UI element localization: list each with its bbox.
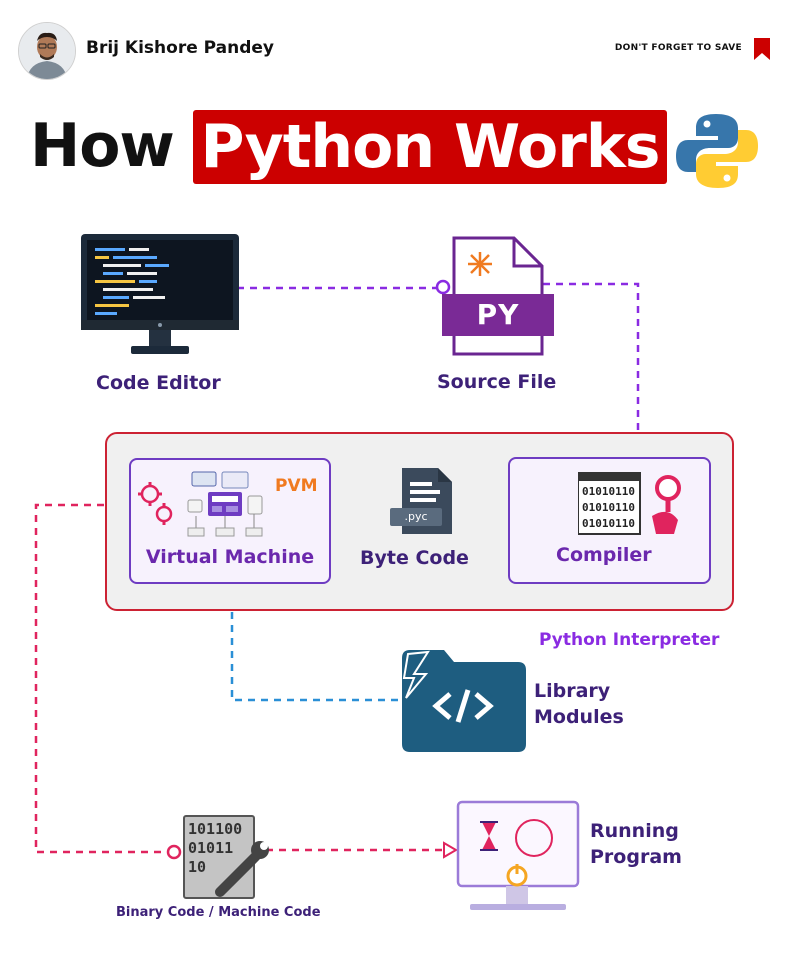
python-interpreter-label: Python Interpreter xyxy=(539,630,720,650)
library-modules-label: Library Modules xyxy=(534,678,624,730)
byte-code-file-icon xyxy=(390,468,452,534)
title-python-works: Python Works xyxy=(200,112,661,182)
binary-digit-line: 10 xyxy=(188,858,207,876)
code-editor-monitor-icon xyxy=(81,234,239,354)
library-folder-icon xyxy=(402,650,526,752)
compiler-icon xyxy=(578,472,681,535)
title-how: How xyxy=(30,111,175,181)
pvm-illustration-icon xyxy=(138,471,263,537)
source-file-label: Source File xyxy=(437,371,557,393)
running-line: Running xyxy=(590,820,679,842)
running-program-monitor-icon xyxy=(456,800,580,910)
binary-code-wrench-icon xyxy=(183,815,269,899)
library-line: Library xyxy=(534,680,611,702)
pyc-badge: .pyc xyxy=(404,510,428,523)
binary-line: 01010110 xyxy=(582,485,635,498)
modules-line: Modules xyxy=(534,706,624,728)
code-editor-label: Code Editor xyxy=(96,372,221,394)
running-program-label: Running Program xyxy=(590,818,682,870)
title-highlight xyxy=(193,110,667,184)
binary-digits: 101100 01011 10 xyxy=(188,820,242,877)
binary-digit-line: 01011 xyxy=(188,839,234,857)
binary-line: 01010110 xyxy=(582,517,635,530)
binary-line: 01010110 xyxy=(582,501,635,514)
bookmark-icon xyxy=(754,38,770,60)
binary-code-label: Binary Code / Machine Code xyxy=(116,905,321,920)
pvm-tag: PVM xyxy=(275,476,318,496)
author-name: Brij Kishore Pandey xyxy=(86,38,275,58)
program-line: Program xyxy=(590,846,682,868)
python-file-icon xyxy=(442,236,554,356)
py-badge: PY xyxy=(476,298,520,331)
byte-code-label: Byte Code xyxy=(360,547,469,569)
python-logo-icon xyxy=(676,114,758,188)
compiler-binary: 01010110 01010110 01010110 xyxy=(582,484,635,532)
binary-digit-line: 101100 xyxy=(188,820,243,838)
compiler-label: Compiler xyxy=(556,544,652,566)
avatar xyxy=(18,22,76,80)
virtual-machine-label: Virtual Machine xyxy=(145,546,315,568)
save-reminder-label: DON'T FORGET TO SAVE xyxy=(614,43,742,53)
